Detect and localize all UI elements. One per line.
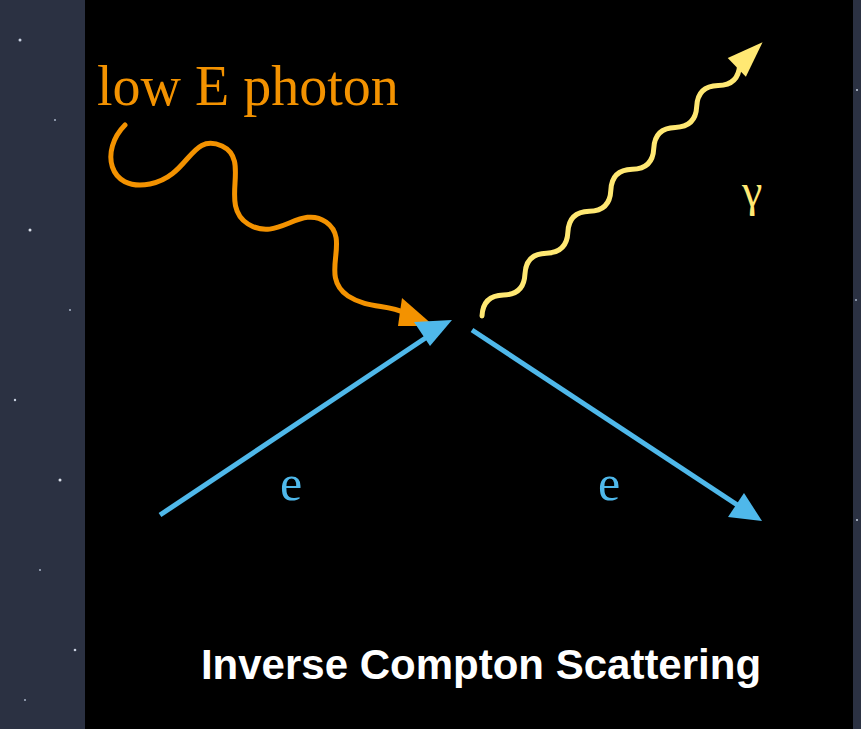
- electron-label: e: [280, 458, 302, 508]
- black-panel: [85, 0, 853, 729]
- electron-label: e: [598, 458, 620, 508]
- electron-lines: [160, 320, 762, 521]
- photon-incoming: [111, 125, 434, 326]
- gamma-label: γ: [742, 168, 762, 214]
- caption-text: Inverse Compton Scattering: [201, 644, 761, 686]
- photon-label: low E photon: [97, 58, 399, 114]
- photon-outgoing: [473, 33, 772, 325]
